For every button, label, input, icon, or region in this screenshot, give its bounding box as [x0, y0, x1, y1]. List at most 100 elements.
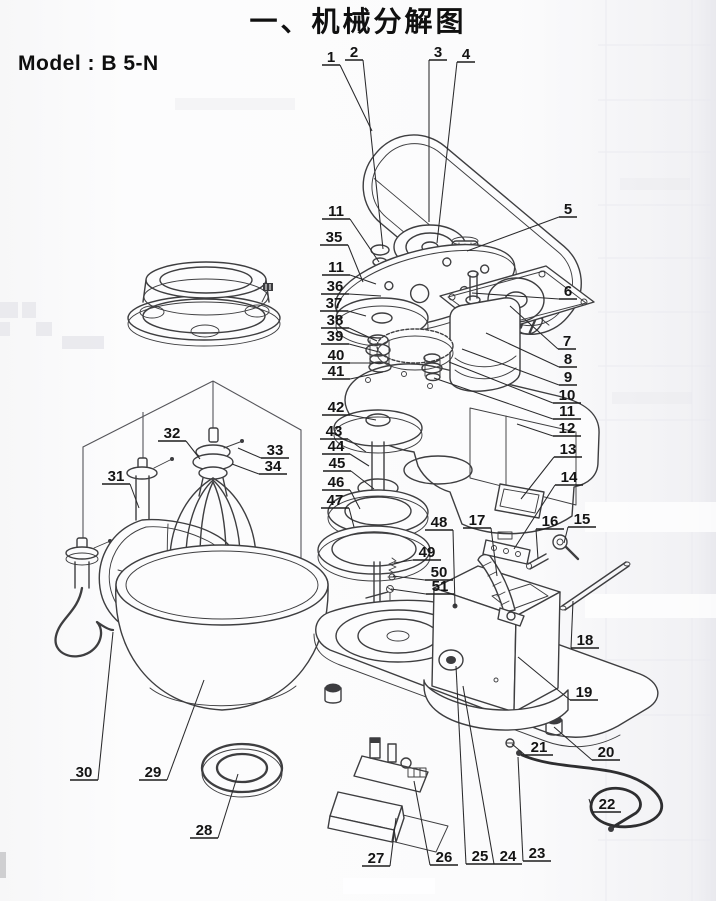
callout-3: 3: [434, 44, 442, 61]
callout-leader-34-33: [231, 463, 260, 475]
callout-5: 5: [564, 201, 572, 218]
callout-leader-24-23: [462, 685, 495, 865]
callout-47: 47: [327, 492, 344, 509]
callout-15: 15: [574, 511, 591, 528]
callout-37: 37: [326, 295, 343, 312]
callout-leader-39-40: [348, 343, 380, 353]
callout-leader-4-3: [436, 61, 458, 244]
callout-leader-33-32: [237, 447, 262, 459]
callout-28: 28: [196, 822, 213, 839]
callout-36: 36: [327, 278, 344, 295]
callout-50: 50: [431, 564, 448, 581]
callout-leader-32-31: [185, 440, 201, 460]
thumb-screw-drawing: [552, 534, 580, 561]
callout-leader-42-43: [349, 414, 377, 421]
callout-leader-31-30: [129, 483, 140, 509]
callout-leader-49-50: [393, 559, 414, 564]
callout-31: 31: [108, 468, 125, 485]
callout-leader-7-6: [509, 305, 559, 350]
callout-leader-29-28: [166, 679, 205, 781]
callout-16: 16: [542, 513, 559, 530]
callout-leader-43-44: [347, 438, 367, 453]
callout-45: 45: [329, 455, 346, 472]
callout-leader-14-13: [513, 484, 556, 550]
callout-42: 42: [328, 399, 345, 416]
callout-leader-37-38: [347, 310, 367, 317]
callout-leader-27-26: [389, 817, 397, 867]
callout-leader-8-7: [485, 332, 560, 368]
callout-25: 25: [472, 848, 489, 865]
small-screws-drawing: [386, 557, 397, 601]
model-label: Model : B 5-N: [18, 52, 159, 75]
callout-leader-25-24: [455, 665, 467, 865]
callout-33: 33: [267, 442, 284, 459]
callout-51: 51: [432, 578, 449, 595]
callout-leader-1-0: [339, 64, 373, 132]
callout-leader-16-15: [535, 528, 539, 560]
callout-leader-47-48: [348, 507, 355, 528]
callout-leader-46-47: [349, 489, 361, 510]
mixing-bowl-drawing: [115, 544, 329, 711]
callout-leader-10-9: [448, 361, 554, 404]
callout-leader-51-52: [390, 588, 427, 595]
callout-leader-19-18: [517, 656, 571, 701]
callout-6: 6: [564, 283, 572, 300]
callout-29: 29: [145, 764, 162, 781]
callout-leader-48-49: [452, 529, 456, 607]
callout-7: 7: [563, 333, 571, 350]
bowl-guard-ring-drawing: [127, 261, 281, 347]
callout-11: 11: [559, 403, 575, 420]
callout-49: 49: [419, 544, 436, 561]
callout-39: 39: [327, 328, 344, 345]
callout-leader-2-1: [362, 59, 384, 250]
lift-lever-drawing: [477, 553, 525, 627]
callout-leader-35-35: [347, 244, 364, 283]
callout-21: 21: [531, 739, 548, 756]
slide-rod-drawing: [559, 561, 631, 611]
callout-leader-21-20: [511, 743, 526, 756]
rubber-foot-drawing: [324, 683, 342, 704]
head-housing-drawing: [344, 363, 600, 535]
callout-24: 24: [500, 848, 517, 865]
callout-34: 34: [265, 458, 282, 475]
callout-46: 46: [328, 474, 345, 491]
callout-32: 32: [164, 425, 181, 442]
callout-leader-26-25: [413, 780, 431, 866]
callout-leader-28-27: [217, 773, 239, 839]
callout-leader-11-34: [349, 218, 380, 263]
callout-8: 8: [564, 351, 572, 368]
callout-11: 11: [328, 203, 344, 220]
callout-48: 48: [431, 514, 448, 531]
callout-leader-50-51: [392, 575, 426, 581]
callout-22: 22: [599, 796, 616, 813]
pcb-drawing: [353, 737, 429, 793]
callout-4: 4: [462, 46, 471, 63]
callout-leader-5-4: [466, 216, 560, 252]
callout-leader-6-5: [471, 292, 560, 300]
gear-stack-drawing: [335, 297, 454, 382]
callout-18: 18: [577, 632, 594, 649]
callout-leader-17-16: [490, 527, 498, 577]
pcb-cover-drawing: [327, 791, 449, 853]
callout-leader-44-45: [349, 453, 370, 467]
pin-drawing: [526, 553, 549, 570]
callout-leader-20-19: [553, 726, 593, 761]
callout-13: 13: [560, 441, 577, 458]
callout-leader-36-37: [348, 293, 382, 297]
callout-43: 43: [326, 423, 343, 440]
callout-leader-22-21: [588, 798, 594, 813]
callout-2: 2: [350, 44, 358, 61]
page-title: 一、机械分解图: [249, 6, 467, 37]
base-ring-drawing: [200, 742, 284, 798]
callout-leader-41-42: [349, 371, 384, 380]
callout-10: 10: [559, 387, 576, 404]
power-cord-drawing: [520, 753, 664, 832]
callout-14: 14: [561, 469, 578, 486]
callout-leader-13-12: [520, 456, 555, 500]
callout-26: 26: [436, 849, 453, 866]
callout-leader-11-36: [349, 274, 377, 285]
callout-leader-45-46: [350, 470, 375, 490]
